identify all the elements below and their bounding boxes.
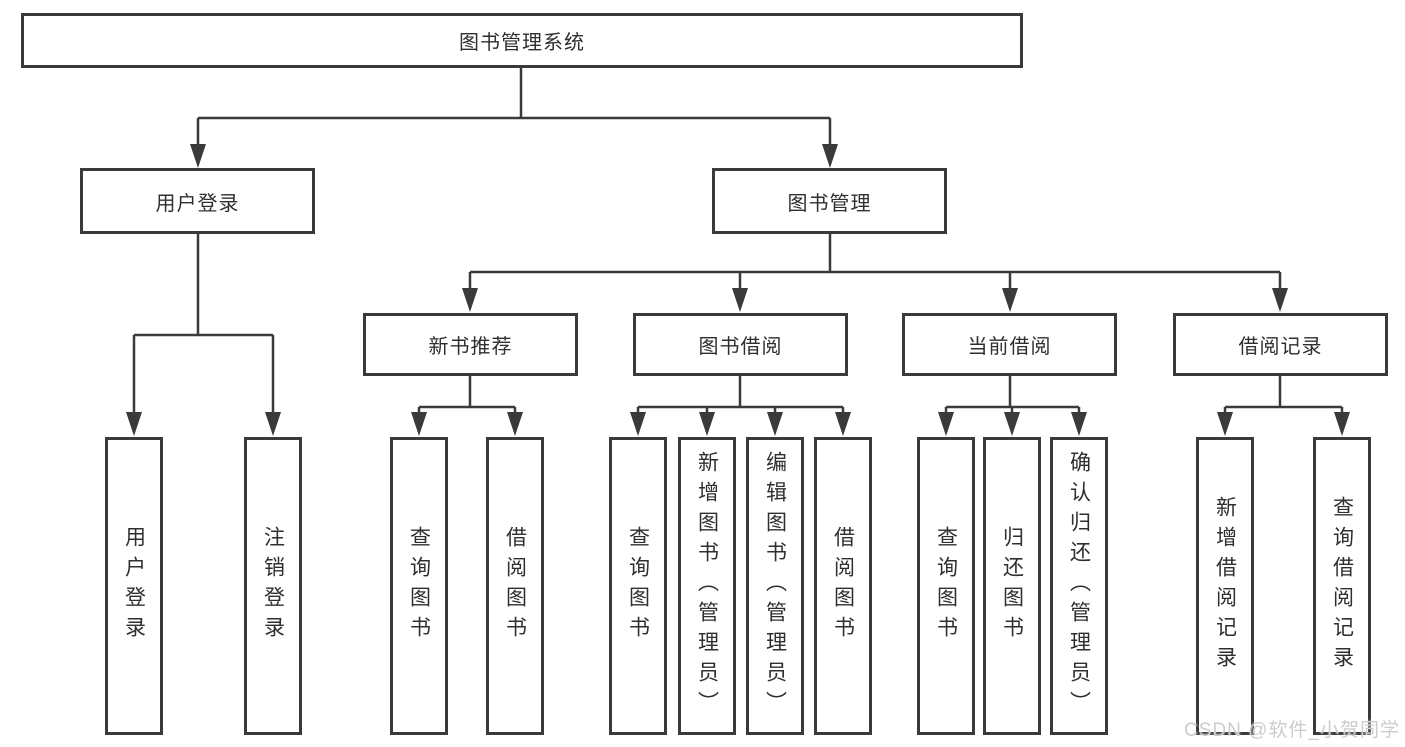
leaf-user-login: 用户登录 <box>105 437 163 735</box>
leaf-query-books-current-label: 查询图书 <box>934 526 958 646</box>
leaf-edit-book-admin: 编辑图书（管理员） <box>746 437 804 735</box>
leaf-query-books-borrow: 查询图书 <box>609 437 667 735</box>
watermark: CSDN @软件_小贺同学 <box>1184 720 1400 741</box>
leaf-borrow-books-label: 借阅图书 <box>831 526 855 646</box>
leaf-confirm-return-admin-label: 确认归还（管理员） <box>1067 451 1091 721</box>
leaf-add-book-admin-label: 新增图书（管理员） <box>695 451 719 721</box>
leaf-confirm-return-admin: 确认归还（管理员） <box>1050 437 1108 735</box>
leaf-borrow-books: 借阅图书 <box>814 437 872 735</box>
leaf-add-borrow-record: 新增借阅记录 <box>1196 437 1254 735</box>
node-book-management: 图书管理 <box>712 168 947 234</box>
leaf-query-books-recommend-label: 查询图书 <box>407 526 431 646</box>
leaf-logout-label: 注销登录 <box>261 526 285 646</box>
leaf-query-books-recommend: 查询图书 <box>390 437 448 735</box>
leaf-query-books-borrow-label: 查询图书 <box>626 526 650 646</box>
node-root: 图书管理系统 <box>21 13 1023 68</box>
leaf-query-books-current: 查询图书 <box>917 437 975 735</box>
leaf-add-book-admin: 新增图书（管理员） <box>678 437 736 735</box>
leaf-return-book-label: 归还图书 <box>1000 526 1024 646</box>
node-user-login: 用户登录 <box>80 168 315 234</box>
leaf-add-borrow-record-label: 新增借阅记录 <box>1213 496 1237 676</box>
leaf-query-borrow-record-label: 查询借阅记录 <box>1330 496 1354 676</box>
leaf-edit-book-admin-label: 编辑图书（管理员） <box>763 451 787 721</box>
leaf-return-book: 归还图书 <box>983 437 1041 735</box>
leaf-borrow-books-recommend-label: 借阅图书 <box>503 526 527 646</box>
leaf-logout: 注销登录 <box>244 437 302 735</box>
leaf-query-borrow-record: 查询借阅记录 <box>1313 437 1371 735</box>
leaf-borrow-books-recommend: 借阅图书 <box>486 437 544 735</box>
node-book-borrowing: 图书借阅 <box>633 313 848 376</box>
leaf-user-login-label: 用户登录 <box>122 526 146 646</box>
node-current-borrowing: 当前借阅 <box>902 313 1117 376</box>
node-new-book-recommendation: 新书推荐 <box>363 313 578 376</box>
node-borrowing-records: 借阅记录 <box>1173 313 1388 376</box>
